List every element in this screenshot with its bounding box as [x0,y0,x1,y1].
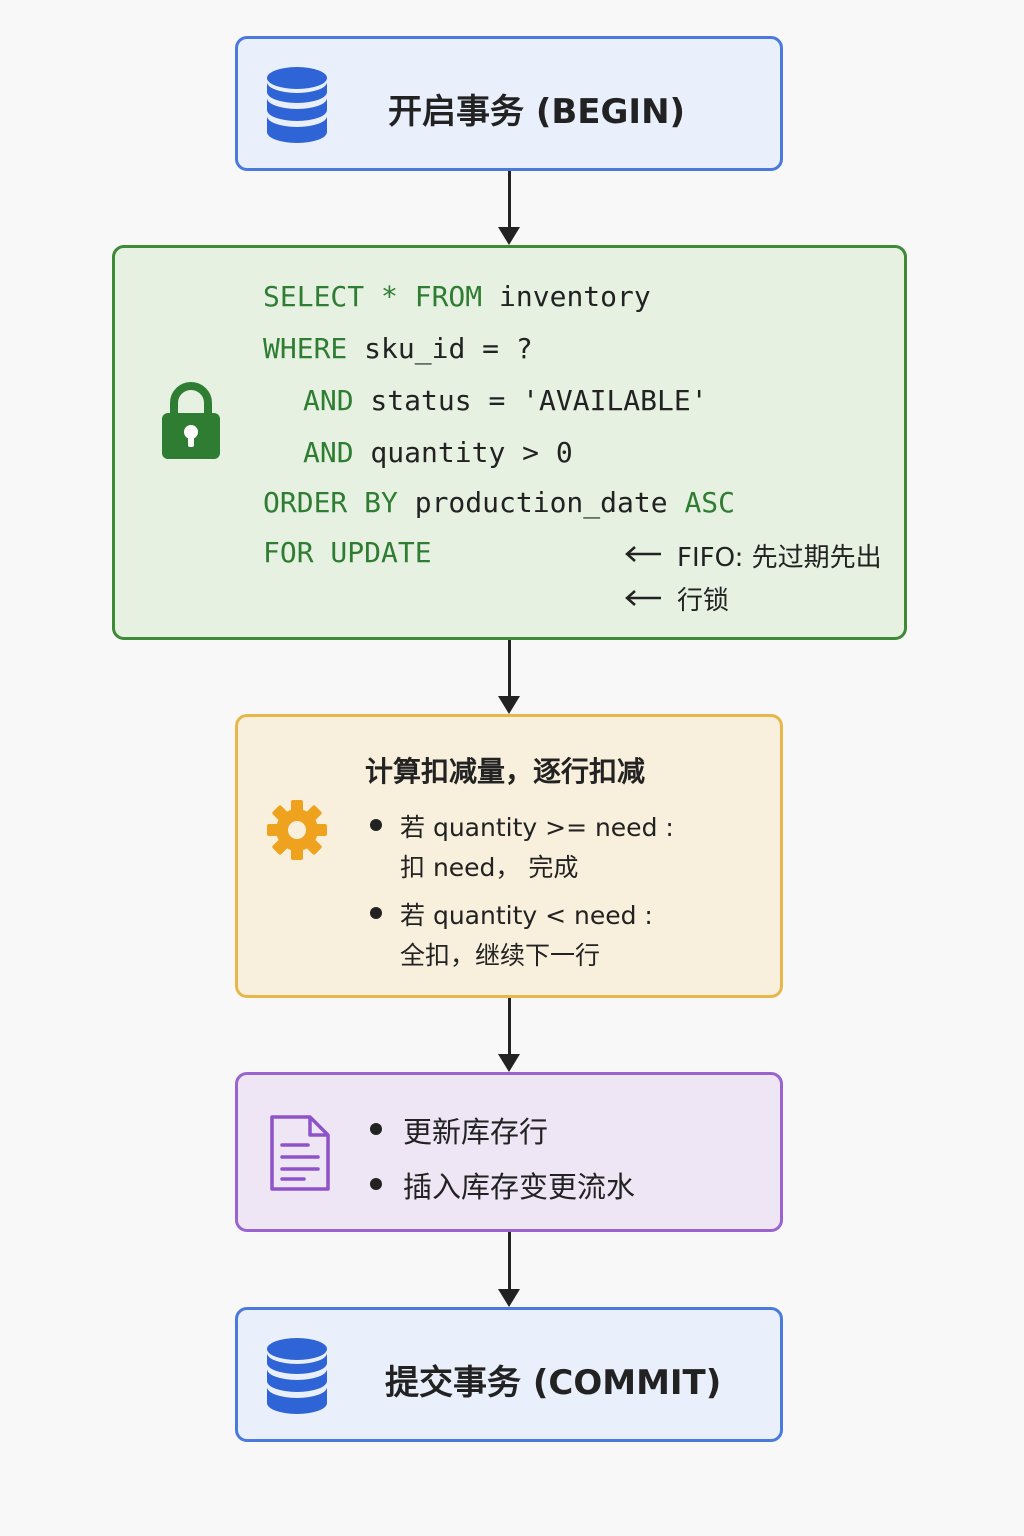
deduct-calculation-box: 计算扣减量，逐行扣减 若 quantity >= need : 扣 need， … [235,714,783,998]
bullet [370,819,382,831]
condition-line: 若 quantity >= need : [400,813,674,842]
document-icon [270,1115,330,1191]
action-line: 全扣，继续下一行 [400,941,601,970]
bullet [370,1123,382,1135]
left-arrow-icon [625,546,661,562]
action-line: 扣 need， 完成 [400,853,579,882]
sql-line: ORDER BY production_date ASC [263,486,736,519]
sql-line: AND status = 'AVAILABLE' [303,384,708,417]
left-arrow-icon [625,590,661,606]
flow-arrow [498,640,520,714]
bullet [370,1178,382,1190]
commit-label: 提交事务 (COMMIT) [385,1363,722,1403]
flow-arrow [498,1232,520,1307]
deduct-heading: 计算扣减量，逐行扣减 [365,755,646,788]
sql-line: WHERE sku_id = ? [263,332,533,365]
gear-icon [267,800,327,860]
select-for-update-box: SELECT * FROM inventory WHERE sku_id = ?… [112,245,907,640]
flow-arrow [498,998,520,1072]
bullet [370,907,382,919]
sql-line: FOR UPDATE [263,536,432,569]
database-icon [267,1338,327,1414]
database-icon [267,67,327,143]
commit-transaction-box: 提交事务 (COMMIT) [235,1307,783,1442]
update-inventory-box: 更新库存行 插入库存变更流水 [235,1072,783,1232]
fifo-note: FIFO: 先过期先出 [677,543,882,573]
update-row-item: 更新库存行 [403,1115,549,1149]
flow-arrow [498,171,520,245]
begin-label: 开启事务 (BEGIN) [388,92,686,132]
lock-icon [162,382,220,459]
sql-line: AND quantity > 0 [303,436,573,469]
begin-transaction-box: 开启事务 (BEGIN) [235,36,783,171]
row-lock-note: 行锁 [677,586,730,616]
condition-line: 若 quantity < need : [400,901,653,930]
sql-line: SELECT * FROM inventory [263,280,651,313]
insert-log-item: 插入库存变更流水 [403,1170,636,1204]
